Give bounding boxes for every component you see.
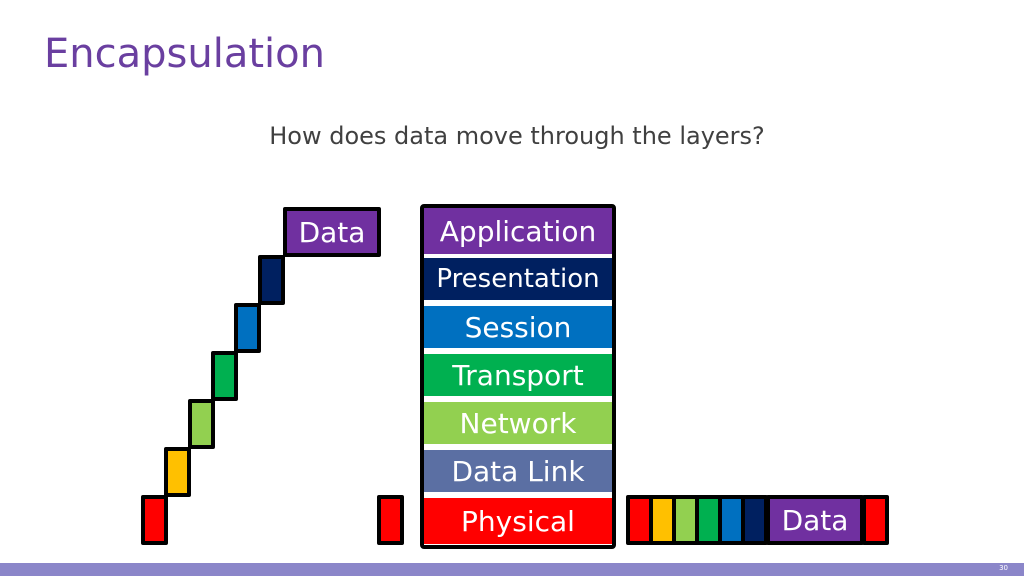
session-header [234,303,261,353]
layer-physical: Physical [424,498,612,544]
data-link-header [164,447,191,497]
layer-transport: Transport [424,354,612,396]
slide-subtitle: How does data move through the layers? [269,122,765,150]
data-link-trailer [377,495,404,545]
layer-application: Application [424,208,612,254]
frame-data-label: Data [781,503,849,537]
footer-bar [0,563,1024,576]
presentation-header [258,255,285,305]
page-number: 30 [999,564,1008,572]
frame-presentation-header [741,495,768,545]
layer-data-link: Data Link [424,450,612,492]
frame-trailer [862,495,889,545]
slide-title: Encapsulation [44,31,325,77]
network-header [188,399,215,449]
data-block-label: Data [298,215,366,249]
layer-presentation: Presentation [424,258,612,300]
layer-session: Session [424,306,612,348]
frame-data-block: Data [766,495,864,545]
physical-header [141,495,168,545]
layer-network: Network [424,402,612,444]
data-block: Data [283,207,381,257]
transport-header [211,351,238,401]
